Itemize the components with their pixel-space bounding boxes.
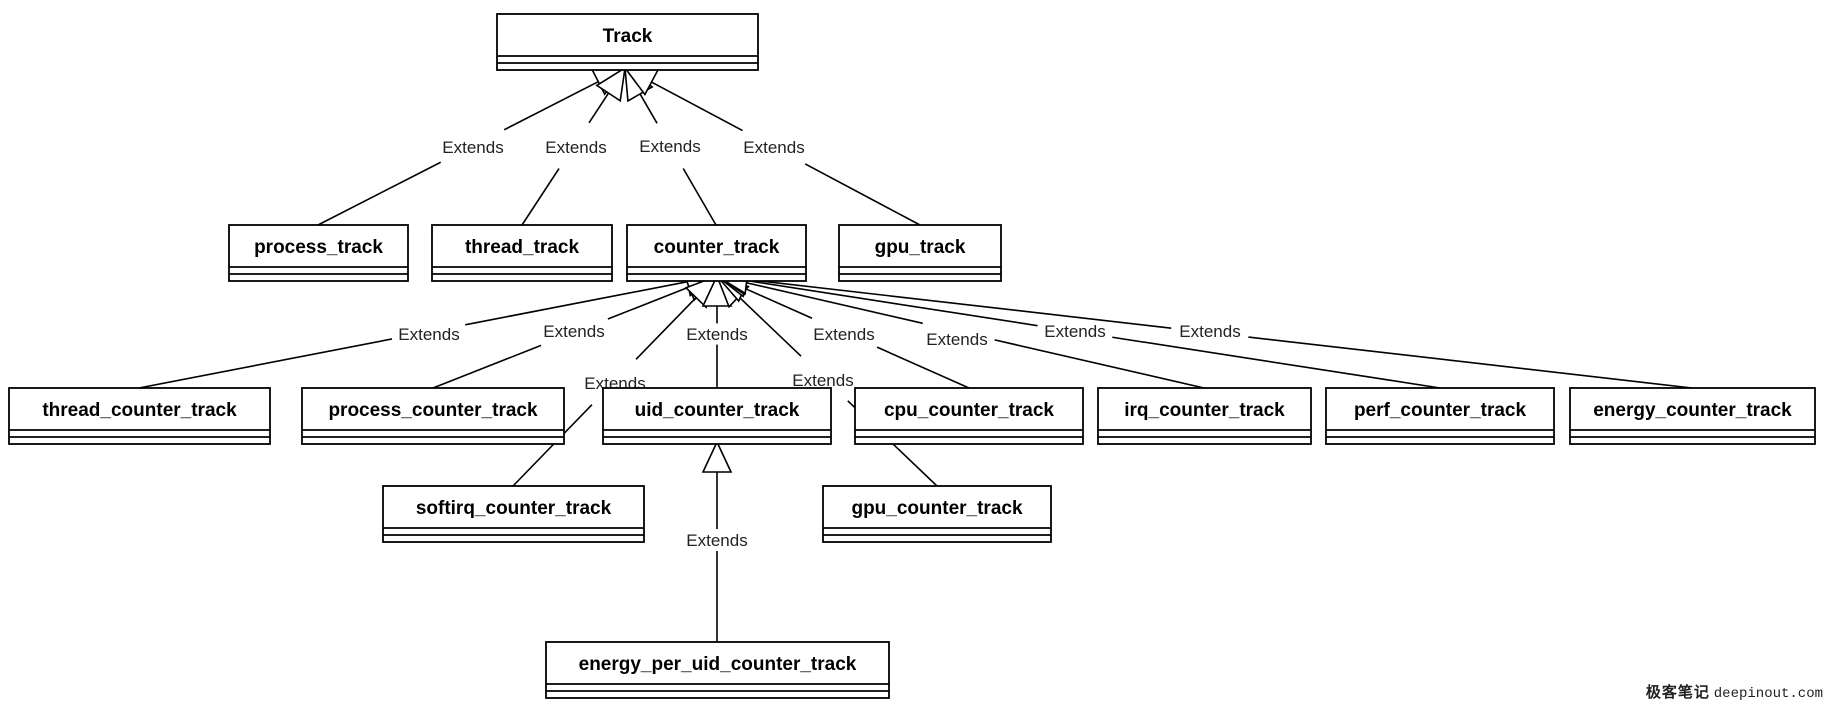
class-box-uid-counter-track[interactable]: uid_counter_track bbox=[602, 387, 832, 445]
class-name: thread_track bbox=[465, 237, 579, 258]
edge-line bbox=[682, 168, 717, 226]
edge-label: Extends bbox=[743, 138, 804, 157]
edge-label: Extends bbox=[792, 371, 853, 390]
edge-line bbox=[503, 80, 599, 131]
class-box-frame bbox=[545, 641, 890, 699]
class-name: process_track bbox=[254, 237, 383, 258]
class-name: Track bbox=[603, 26, 653, 47]
class-name: gpu_track bbox=[875, 237, 966, 258]
edge-label: Extends bbox=[543, 322, 604, 341]
class-box-perf-counter-track[interactable]: perf_counter_track bbox=[1325, 387, 1555, 445]
edge-label: Extends bbox=[686, 531, 747, 550]
class-name: softirq_counter_track bbox=[416, 498, 612, 519]
class-box-gpu-track[interactable]: gpu_track bbox=[838, 224, 1002, 282]
class-name: energy_counter_track bbox=[1593, 400, 1792, 421]
edge-line bbox=[804, 163, 921, 226]
edge-label: Extends bbox=[813, 325, 874, 344]
inheritance-edge: Extends bbox=[432, 273, 719, 389]
class-box-frame bbox=[496, 13, 759, 71]
class-box-frame bbox=[1325, 387, 1555, 445]
watermark-url: deepinout.com bbox=[1713, 686, 1823, 702]
edge-line bbox=[432, 344, 542, 389]
edge-label: Extends bbox=[398, 325, 459, 344]
class-box-frame bbox=[822, 485, 1052, 543]
class-name: counter_track bbox=[654, 237, 780, 258]
class-box-energy-counter-track[interactable]: energy_counter_track bbox=[1569, 387, 1816, 445]
edge-line bbox=[651, 81, 743, 132]
class-box-frame bbox=[8, 387, 271, 445]
class-box-Track[interactable]: Track bbox=[496, 13, 759, 71]
edge-line bbox=[1248, 336, 1693, 389]
edge-line bbox=[746, 281, 923, 325]
edge-line bbox=[744, 287, 813, 319]
class-box-gpu-counter-track[interactable]: gpu_counter_track bbox=[822, 485, 1052, 543]
class-box-frame bbox=[431, 224, 613, 282]
watermark-cn: 极客笔记 bbox=[1645, 683, 1710, 701]
inheritance-edge: Extends bbox=[686, 440, 748, 642]
generalization-arrow-icon bbox=[701, 440, 733, 473]
edge-line bbox=[521, 168, 560, 226]
edge-line bbox=[746, 278, 1172, 329]
generalization-arrow-icon bbox=[595, 66, 627, 103]
class-box-frame bbox=[301, 387, 565, 445]
class-box-thread-counter-track[interactable]: thread_counter_track bbox=[8, 387, 271, 445]
inheritance-edge: Extends bbox=[715, 264, 1693, 389]
edge-label: Extends bbox=[1179, 322, 1240, 341]
class-box-thread-track[interactable]: thread_track bbox=[431, 224, 613, 282]
class-box-frame bbox=[602, 387, 832, 445]
class-box-process-counter-track[interactable]: process_counter_track bbox=[301, 387, 565, 445]
classes-layer: Track process_track thread_track counter_tr… bbox=[8, 13, 1816, 699]
edge-line bbox=[876, 346, 970, 389]
class-name: process_counter_track bbox=[328, 400, 538, 421]
edge-line bbox=[317, 161, 442, 226]
class-box-softirq-counter-track[interactable]: softirq_counter_track bbox=[382, 485, 645, 543]
watermark: 极客笔记 deepinout.com bbox=[1646, 681, 1823, 702]
edge-label: Extends bbox=[639, 137, 700, 156]
inheritance-edge: Extends bbox=[686, 274, 748, 388]
inheritance-edge: Extends bbox=[521, 66, 627, 226]
class-box-process-track[interactable]: process_track bbox=[228, 224, 409, 282]
edge-line bbox=[512, 404, 593, 487]
edge-line bbox=[639, 93, 658, 124]
edge-line bbox=[138, 338, 393, 389]
class-box-frame bbox=[382, 485, 645, 543]
edge-label: Extends bbox=[545, 138, 606, 157]
class-box-frame bbox=[626, 224, 807, 282]
edge-line bbox=[588, 92, 610, 124]
class-box-cpu-counter-track[interactable]: cpu_counter_track bbox=[854, 387, 1084, 445]
inheritance-edge: Extends bbox=[715, 274, 938, 487]
edge-label: Extends bbox=[442, 138, 503, 157]
inheritance-edge: Extends bbox=[512, 274, 719, 487]
class-box-energy-per-uid-counter-track[interactable]: energy_per_uid_counter_track bbox=[545, 641, 890, 699]
class-name: gpu_counter_track bbox=[851, 498, 1022, 519]
class-box-irq-counter-track[interactable]: irq_counter_track bbox=[1097, 387, 1312, 445]
class-box-counter-track[interactable]: counter_track bbox=[626, 224, 807, 282]
class-name: cpu_counter_track bbox=[884, 400, 1054, 421]
class-name: energy_per_uid_counter_track bbox=[579, 654, 857, 675]
edge-line bbox=[465, 280, 688, 326]
class-box-frame bbox=[1569, 387, 1816, 445]
edge-line bbox=[635, 296, 697, 360]
edge-line bbox=[746, 279, 1038, 327]
class-box-frame bbox=[1097, 387, 1312, 445]
inheritance-edge: Extends bbox=[138, 266, 719, 389]
class-box-frame bbox=[838, 224, 1002, 282]
edge-line bbox=[738, 296, 802, 357]
edge-label: Extends bbox=[926, 330, 987, 349]
class-name: perf_counter_track bbox=[1354, 400, 1527, 421]
edge-line bbox=[607, 286, 690, 320]
edge-label: Extends bbox=[1044, 322, 1105, 341]
class-box-frame bbox=[854, 387, 1084, 445]
edge-line bbox=[1112, 336, 1441, 389]
class-box-frame bbox=[228, 224, 409, 282]
class-name: irq_counter_track bbox=[1124, 400, 1285, 421]
edge-line bbox=[994, 339, 1205, 389]
class-name: thread_counter_track bbox=[42, 400, 237, 421]
class-name: uid_counter_track bbox=[635, 400, 800, 421]
edge-label: Extends bbox=[686, 325, 747, 344]
